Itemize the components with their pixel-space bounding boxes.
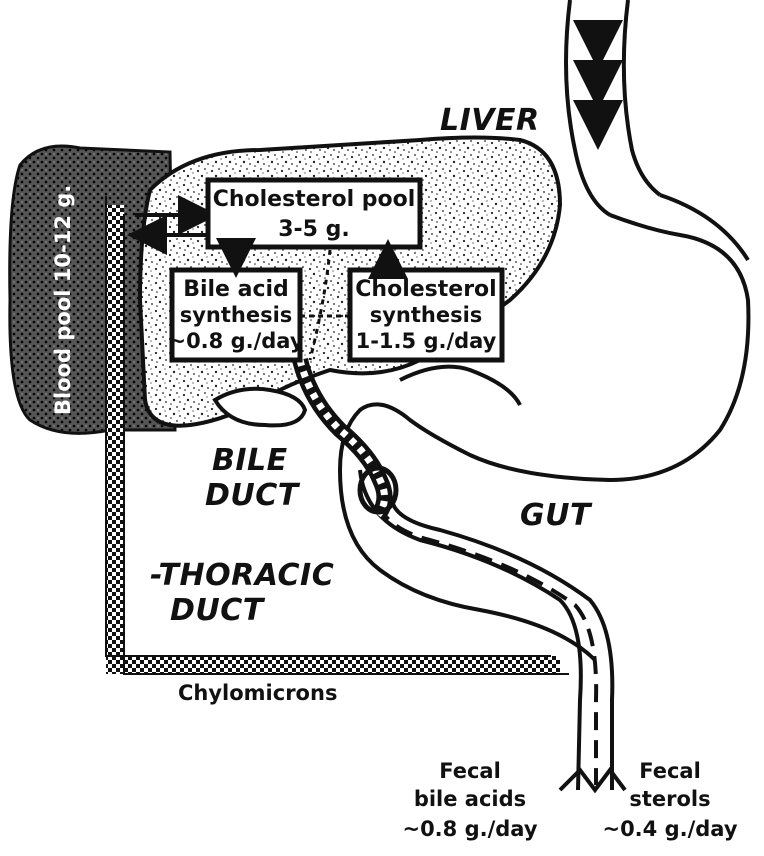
fecal-sterols-line1: Fecal (639, 759, 701, 783)
chylomicrons-label: Chylomicrons (178, 681, 337, 705)
fecal-sterols-line3: ~0.4 g./day (602, 817, 737, 841)
cholesterol-synthesis-line2: synthesis (370, 303, 483, 327)
stomach-inner-curve (400, 367, 520, 405)
cholesterol-pool-box: Cholesterol pool 3-5 g. (208, 180, 420, 247)
bile-acid-line1: Bile acid (183, 277, 289, 302)
cholesterol-pool-line2: 3-5 g. (278, 217, 350, 242)
fecal-sterols-line2: sterols (629, 787, 710, 811)
gut-label: GUT (520, 498, 593, 533)
esophagus (566, 0, 660, 215)
blood-pool-label: Blood pool 10-12 g. (51, 185, 75, 415)
bile-duct (300, 360, 396, 515)
fecal-bile-acids-output: Fecal bile acids ~0.8 g./day (402, 759, 537, 841)
thoracic-duct-label-2: DUCT (170, 593, 266, 628)
liver-label: LIVER (440, 103, 540, 138)
fecal-bile-acids-line2: bile acids (414, 787, 526, 811)
fecal-bile-acids-line3: ~0.8 g./day (402, 817, 537, 841)
cholesterol-synthesis-line3: 1-1.5 g./day (356, 329, 497, 353)
bile-acid-line2: synthesis (180, 303, 293, 327)
bile-acid-synthesis-box: Bile acid synthesis ~0.8 g./day (168, 270, 303, 360)
cholesterol-pool-line1: Cholesterol pool (213, 187, 416, 212)
fecal-sterols-output: Fecal sterols ~0.4 g./day (602, 759, 737, 841)
cholesterol-synthesis-box: Cholesterol synthesis 1-1.5 g./day (350, 270, 502, 360)
bile-duct-label-1: BILE (212, 443, 288, 478)
cholesterol-synthesis-line1: Cholesterol (355, 277, 496, 302)
gallbladder-shape (215, 389, 305, 426)
bile-duct-label-2: DUCT (205, 478, 301, 513)
thoracic-duct-label-1: -THORACIC (150, 558, 334, 593)
bile-acid-line3: ~0.8 g./day (168, 329, 303, 353)
fecal-bile-acids-line1: Fecal (439, 759, 501, 783)
